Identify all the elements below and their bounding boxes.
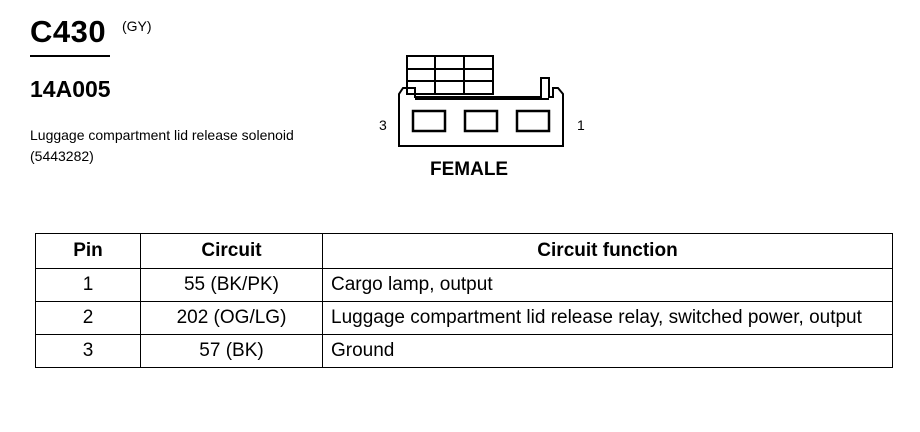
connector-gender: FEMALE	[430, 159, 509, 180]
table-row: 2 202 (OG/LG) Luggage compartment lid re…	[35, 301, 893, 335]
pin-label-right: 1	[577, 117, 585, 133]
connector-face-diagram	[398, 55, 564, 147]
circuit-cell: 55 (BK/PK)	[140, 268, 323, 302]
connector-id: C430	[30, 14, 107, 49]
pin-cell: 3	[35, 334, 141, 368]
table-header-row: Pin Circuit Circuit function	[35, 233, 893, 269]
function-cell: Ground	[322, 334, 893, 368]
part-number: 14A005	[30, 76, 111, 102]
pin-cell: 2	[35, 301, 141, 335]
connector-description: Luggage compartment lid release solenoid…	[30, 127, 294, 164]
column-header-circuit: Circuit	[140, 233, 323, 269]
cavity-2	[463, 109, 499, 133]
column-header-function: Circuit function	[322, 233, 893, 269]
function-cell: Cargo lamp, output	[322, 268, 893, 302]
color-code: (GY)	[122, 18, 152, 34]
column-header-pin: Pin	[35, 233, 141, 269]
circuit-cell: 202 (OG/LG)	[140, 301, 323, 335]
table-row: 3 57 (BK) Ground	[35, 334, 893, 368]
circuit-cell: 57 (BK)	[140, 334, 323, 368]
cavity-3	[411, 109, 447, 133]
table-row: 1 55 (BK/PK) Cargo lamp, output	[35, 268, 893, 302]
pinout-table: Pin Circuit Circuit function 1 55 (BK/PK…	[35, 233, 893, 368]
connector-latch-grid	[406, 55, 494, 95]
cavity-1	[515, 109, 551, 133]
function-cell: Luggage compartment lid release relay, s…	[322, 301, 893, 335]
pin-label-left: 3	[379, 117, 387, 133]
pin-cell: 1	[35, 268, 141, 302]
connector-housing	[398, 77, 564, 147]
header-underline	[30, 55, 110, 57]
